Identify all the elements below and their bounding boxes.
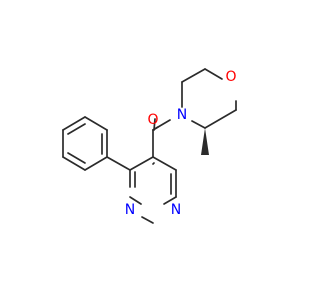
stereo-wedge [201,128,209,155]
molecule-diagram: O N O N N [62,68,237,224]
morpholine-oxygen-label: O [225,69,236,85]
morpholine-ring [181,68,237,155]
structure-svg: O N O N N [62,68,237,224]
pyrimidine-nitrogen-2-label: N [171,202,181,218]
pyrimidine-nitrogen-1-label: N [125,202,135,218]
morpholine-nitrogen-label: N [177,107,187,123]
pyrimidine-ring [129,156,177,224]
biaryl-bond [106,156,131,171]
carbonyl-oxygen-label: O [147,112,158,128]
carbonyl-group [152,118,171,158]
phenyl-ring [62,116,108,171]
